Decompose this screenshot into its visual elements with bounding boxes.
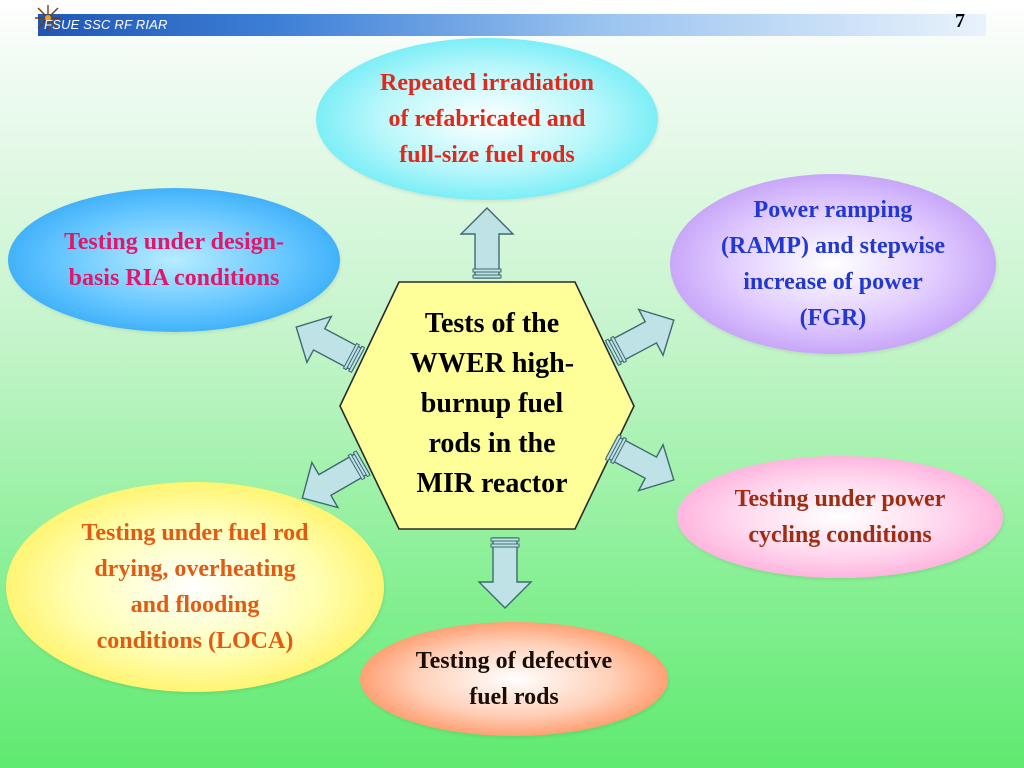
node-loca-testing: Testing under fuel rod drying, overheati… (6, 482, 384, 692)
node-power-ramping: Power ramping (RAMP) and stepwise increa… (670, 174, 996, 354)
arrow-to-bottom-node (478, 537, 532, 609)
node-repeated-irradiation: Repeated irradiation of refabricated and… (316, 38, 658, 200)
node-ria-testing: Testing under design- basis RIA conditio… (8, 188, 340, 332)
central-hexagon (339, 281, 635, 530)
organization-name: FSUE SSC RF RIAR (44, 17, 168, 32)
node-power-cycling: Testing under power cycling conditions (677, 456, 1003, 578)
center-title: Tests of the WWER high- burnup fuel rods… (409, 308, 575, 499)
arrow-to-top-node (460, 207, 514, 279)
node-defective-fuel-rods: Testing of defective fuel rods (360, 622, 668, 736)
star-burst-icon (35, 5, 61, 31)
page-number: 7 (955, 10, 965, 32)
header-bar (38, 14, 986, 36)
